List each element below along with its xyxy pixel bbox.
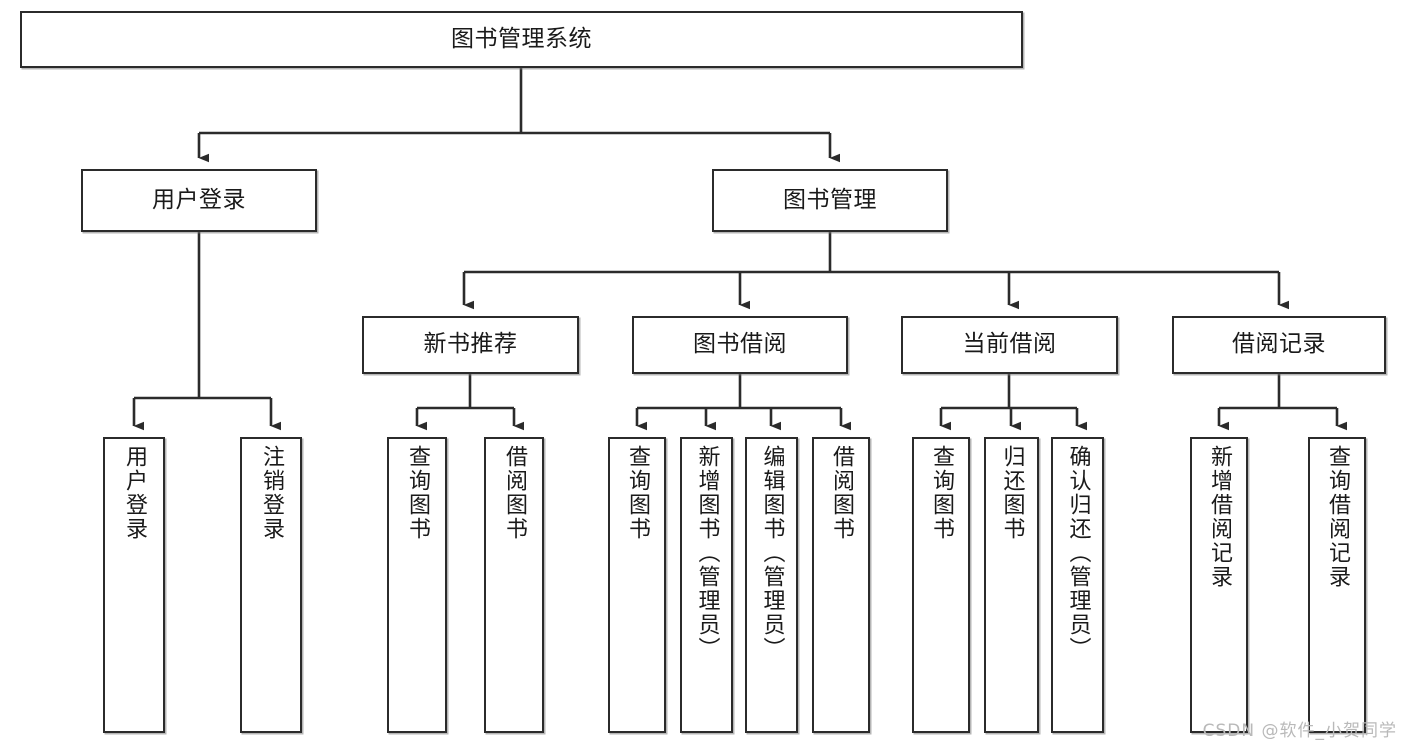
node-label-book-manage: 图书管理 <box>783 186 877 213</box>
node-label-leaf-query-book-1: 查询图书 <box>404 445 430 541</box>
node-label-leaf-query-record: 查询借阅记录 <box>1324 445 1350 589</box>
node-book-manage[interactable]: 图书管理 <box>712 169 948 232</box>
node-label-current-borrow: 当前借阅 <box>962 331 1057 358</box>
node-label-book-borrow: 图书借阅 <box>693 331 787 358</box>
node-book-borrow[interactable]: 图书借阅 <box>632 316 848 374</box>
node-label-borrow-record: 借阅记录 <box>1232 331 1326 358</box>
node-label-leaf-edit-book: 编辑图书（管理员） <box>759 445 785 661</box>
node-label-leaf-add-book: 新增图书（管理员） <box>694 445 720 661</box>
node-leaf-add-record[interactable]: 新增借阅记录 <box>1190 437 1248 733</box>
node-root[interactable]: 图书管理系统 <box>20 11 1023 68</box>
node-label-leaf-return-book: 归还图书 <box>999 445 1025 541</box>
node-label-root: 图书管理系统 <box>451 25 592 52</box>
node-current-borrow[interactable]: 当前借阅 <box>901 316 1118 374</box>
node-leaf-add-book[interactable]: 新增图书（管理员） <box>680 437 733 733</box>
node-user-login[interactable]: 用户登录 <box>81 169 317 232</box>
node-label-leaf-add-record: 新增借阅记录 <box>1206 445 1232 589</box>
watermark-label: CSDN @软件_小贺同学 <box>1202 721 1397 741</box>
node-borrow-record[interactable]: 借阅记录 <box>1172 316 1386 374</box>
node-label-leaf-query-book-2: 查询图书 <box>624 445 650 541</box>
node-leaf-edit-book[interactable]: 编辑图书（管理员） <box>745 437 798 733</box>
node-leaf-query-book-1[interactable]: 查询图书 <box>387 437 447 733</box>
node-leaf-borrow-book-1[interactable]: 借阅图书 <box>484 437 544 733</box>
node-new-book-rec[interactable]: 新书推荐 <box>362 316 579 374</box>
node-label-leaf-query-book-3: 查询图书 <box>928 445 954 541</box>
node-label-leaf-logout: 注销登录 <box>258 445 284 541</box>
node-leaf-borrow-book-2[interactable]: 借阅图书 <box>812 437 870 733</box>
node-label-leaf-borrow-book-2: 借阅图书 <box>828 445 854 541</box>
node-leaf-user-login[interactable]: 用户登录 <box>103 437 165 733</box>
node-label-new-book-rec: 新书推荐 <box>423 331 518 358</box>
node-leaf-logout[interactable]: 注销登录 <box>240 437 302 733</box>
node-leaf-query-record[interactable]: 查询借阅记录 <box>1308 437 1366 733</box>
node-leaf-return-book[interactable]: 归还图书 <box>984 437 1039 733</box>
node-label-leaf-borrow-book-1: 借阅图书 <box>501 445 527 541</box>
node-label-user-login: 用户登录 <box>152 186 246 213</box>
node-leaf-query-book-2[interactable]: 查询图书 <box>608 437 666 733</box>
node-leaf-confirm-return[interactable]: 确认归还（管理员） <box>1051 437 1104 733</box>
node-leaf-query-book-3[interactable]: 查询图书 <box>912 437 970 733</box>
node-label-leaf-confirm-return: 确认归还（管理员） <box>1065 445 1091 661</box>
node-label-leaf-user-login: 用户登录 <box>121 445 147 541</box>
